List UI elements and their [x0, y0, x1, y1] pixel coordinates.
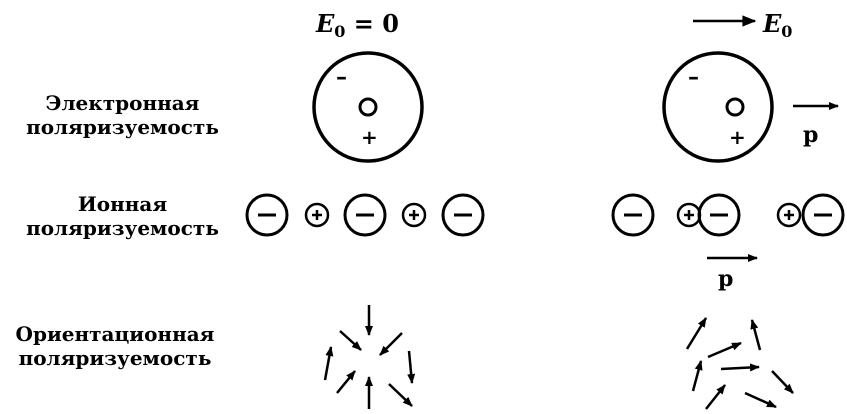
label-orientational: Ориентационная поляризуемость — [0, 322, 230, 370]
field-equation-left: = 0 — [345, 9, 399, 38]
anion — [441, 193, 485, 237]
label-electronic-line2: поляризуемость — [26, 115, 219, 139]
nucleus-charge-sign: + — [729, 125, 746, 149]
anion — [343, 193, 387, 237]
nucleus — [358, 97, 378, 117]
dipoles-random — [323, 305, 416, 409]
dipole-arrow — [339, 330, 362, 351]
cation — [304, 202, 330, 228]
svg-text:E0 = 0: E0 = 0 — [315, 9, 399, 41]
svg-text:E0: E0 — [762, 9, 792, 41]
dipole-arrow — [707, 341, 742, 359]
field-symbol-right: E — [762, 9, 782, 38]
electron-charge-sign: – — [336, 64, 347, 90]
anion — [697, 193, 741, 237]
nucleus-charge-sign: + — [361, 125, 378, 149]
dipole-arrow — [750, 319, 762, 351]
label-electronic-line1: Электронная — [45, 91, 200, 115]
dipole-arrow — [705, 384, 726, 410]
anion — [245, 193, 289, 237]
field-subscript-left: 0 — [334, 22, 345, 41]
field-subscript-right: 0 — [781, 22, 792, 41]
dipole-arrow — [388, 383, 413, 407]
dipole-arrow — [323, 346, 334, 381]
header-right: E0 — [693, 9, 792, 41]
electronic-atom-right: – + p — [662, 51, 839, 163]
dipole-arrow — [744, 391, 777, 409]
cation — [401, 202, 427, 228]
electron-cloud — [312, 51, 424, 163]
anion — [611, 193, 655, 237]
label-electronic: Электронная поляризуемость — [10, 91, 235, 139]
ionic-lattice-left — [245, 193, 485, 237]
label-ionic-line1: Ионная — [77, 192, 168, 216]
label-orientational-line1: Ориентационная — [15, 322, 215, 346]
dipole-arrow — [720, 363, 760, 372]
cation — [776, 202, 802, 228]
dipole-moment-label: p — [718, 266, 733, 292]
field-symbol-left: E — [315, 9, 335, 38]
anion-partial — [801, 193, 845, 237]
dipole-arrow — [379, 332, 403, 356]
dipole-arrow — [407, 350, 416, 384]
dipole-arrow — [691, 360, 703, 392]
label-ionic: Ионная поляризуемость — [10, 192, 235, 240]
electron-charge-sign: – — [688, 64, 699, 90]
dipole-arrow — [685, 317, 708, 350]
ionic-lattice-right: p — [611, 193, 845, 292]
header-left: E0 = 0 — [315, 9, 399, 41]
dipole-arrow — [771, 370, 794, 394]
electronic-atom-left: – + — [312, 51, 424, 163]
label-ionic-line2: поляризуемость — [26, 216, 219, 240]
label-orientational-line2: поляризуемость — [18, 346, 212, 370]
dipoles-aligned — [685, 317, 794, 410]
cation — [676, 202, 702, 228]
dipole-arrow — [336, 370, 356, 394]
dipole-moment-label: p — [803, 122, 818, 148]
electron-cloud — [662, 51, 774, 163]
nucleus-shifted — [725, 97, 745, 117]
